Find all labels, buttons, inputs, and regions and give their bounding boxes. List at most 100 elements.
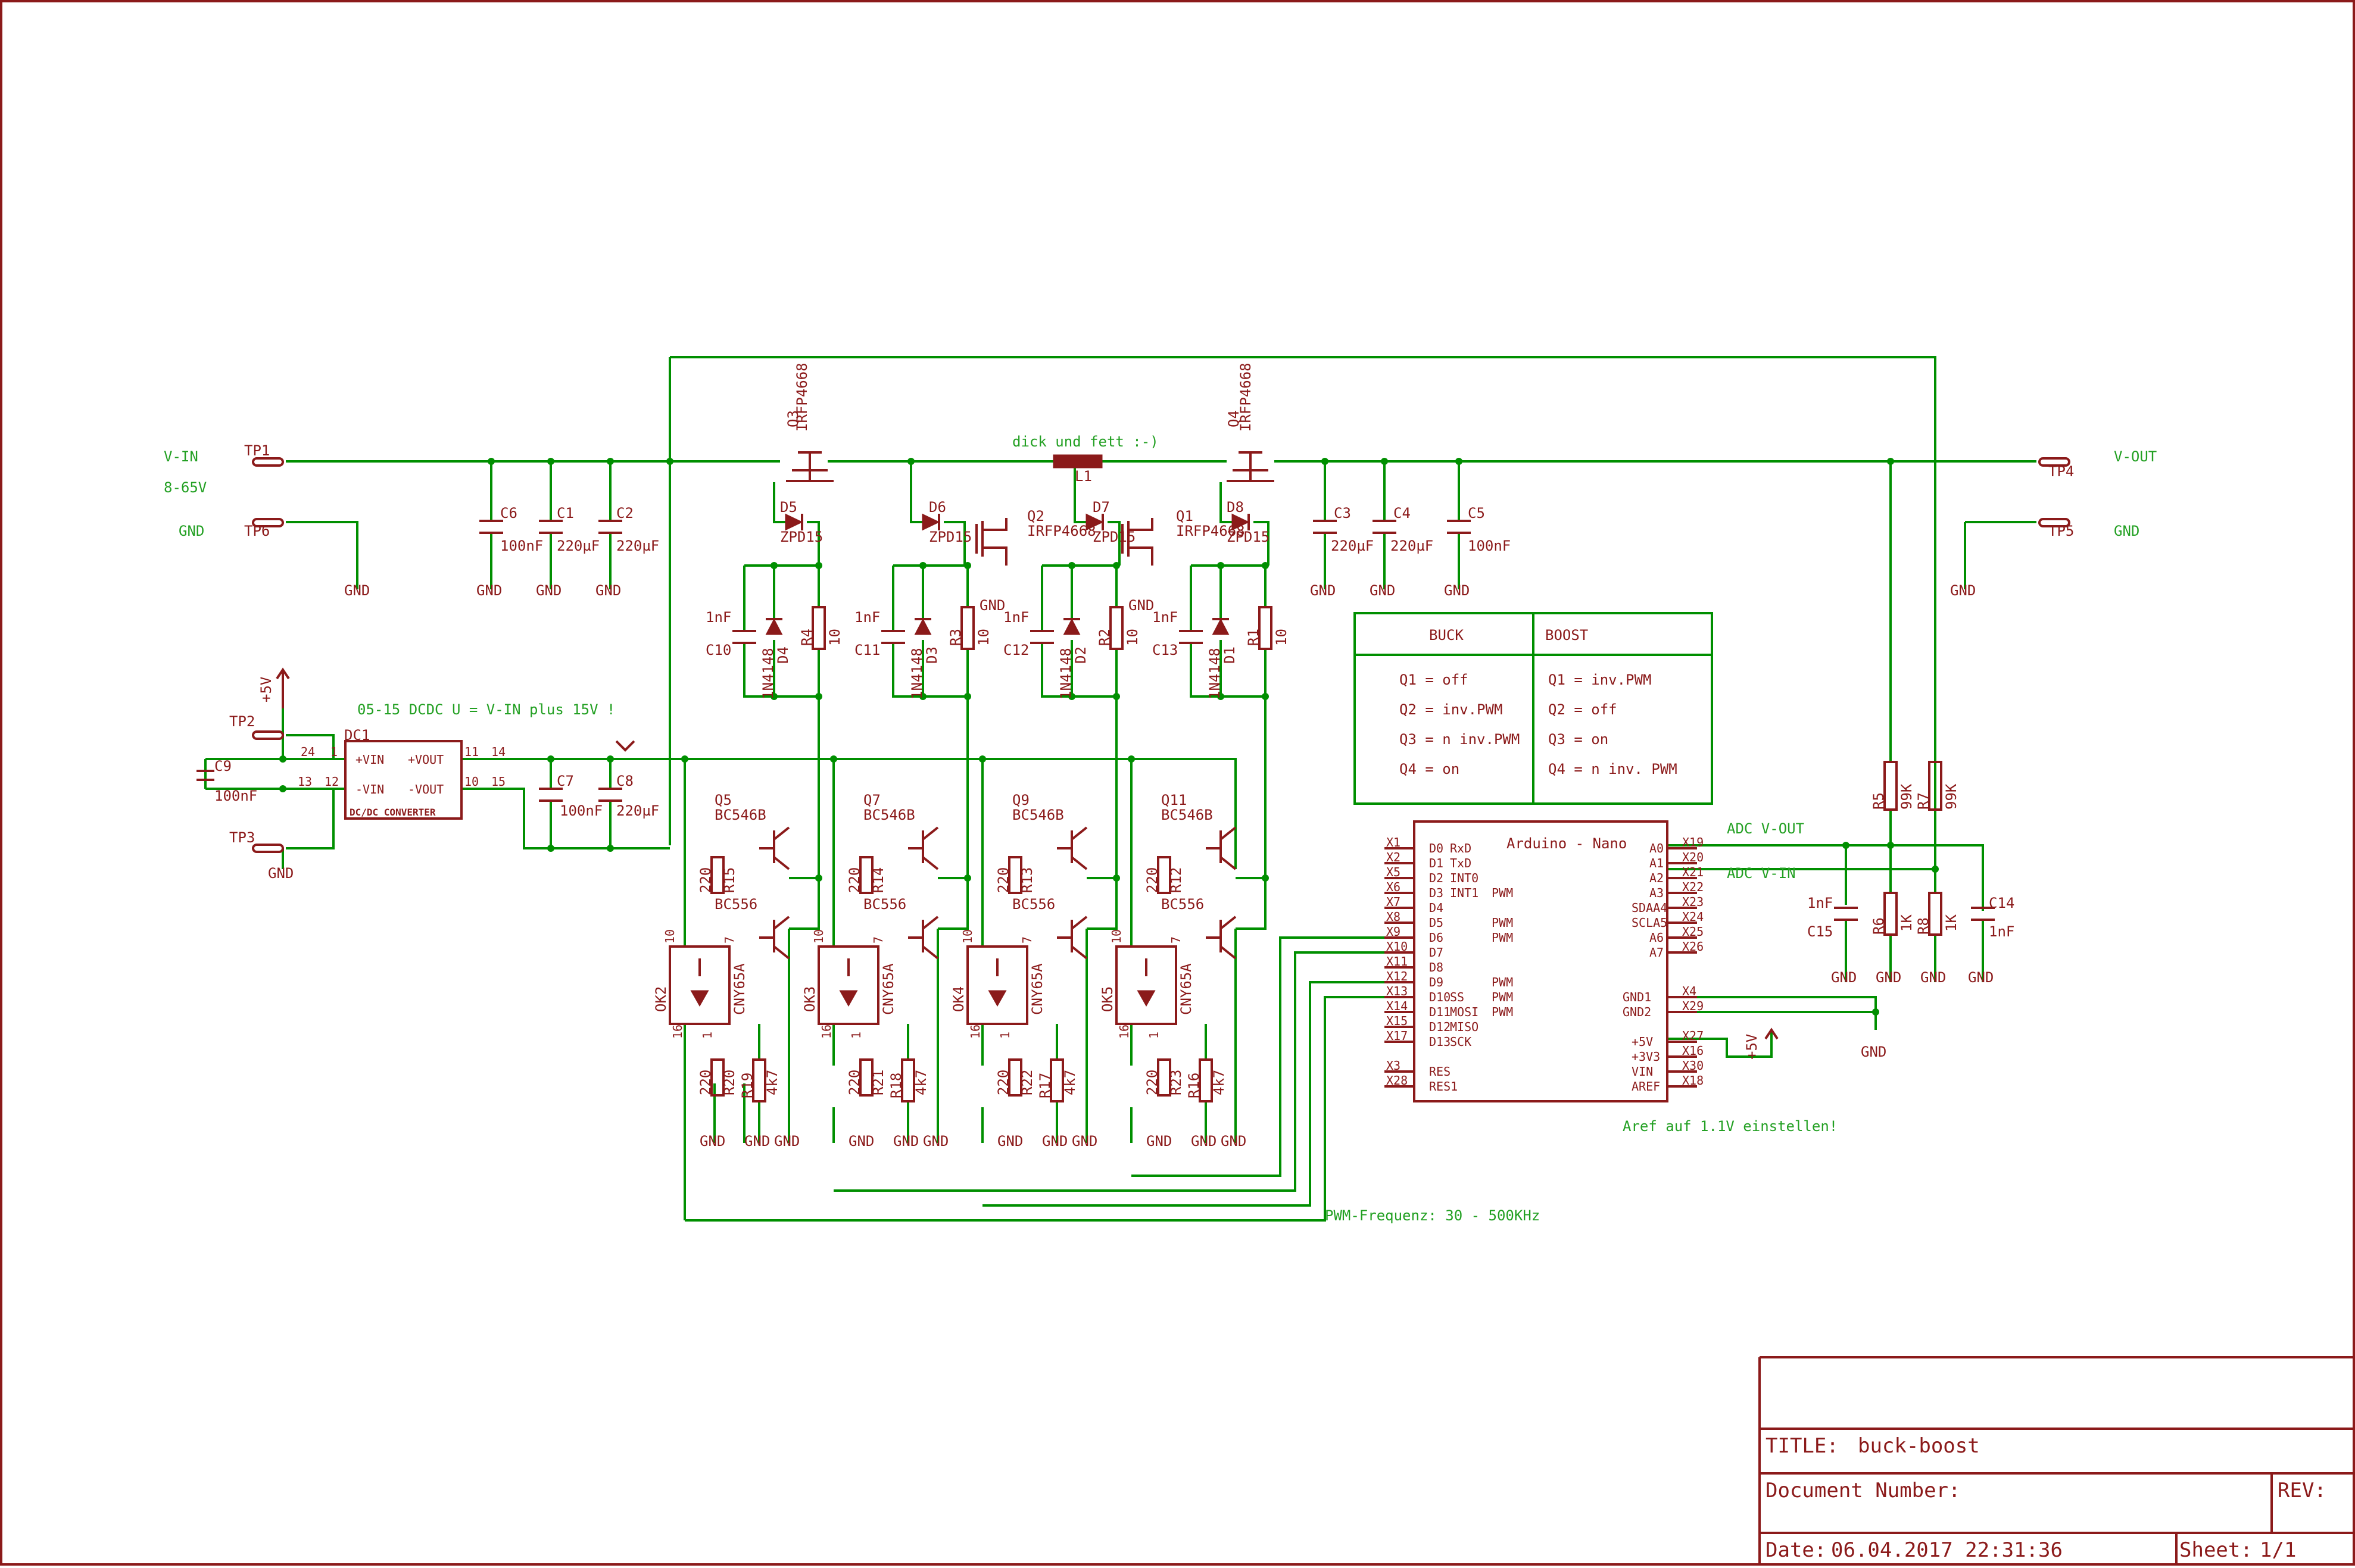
- tp2-label: TP2: [229, 713, 255, 730]
- arduino-x-label: X13: [1386, 984, 1408, 998]
- inductor-label: L1: [1075, 468, 1092, 485]
- arduino-pin-label: VIN: [1632, 1064, 1653, 1079]
- d5-label: D5: [780, 499, 797, 516]
- c1-label: C1: [557, 505, 574, 521]
- q3-label: Q3: [785, 410, 801, 427]
- ok2-pin-10: 10: [663, 929, 677, 944]
- table-cell: Q4 = n inv. PWM: [1548, 761, 1677, 777]
- arduino-x-label: X14: [1386, 999, 1408, 1013]
- arduino-pin-label: D7: [1429, 945, 1443, 960]
- arduino-x-label: X8: [1386, 910, 1400, 924]
- arduino-pin-function: RxD: [1450, 841, 1471, 855]
- c13-value: 1nF: [1152, 609, 1178, 626]
- arduino-x-label: X27: [1682, 1029, 1704, 1043]
- ok3-pin-16: 16: [819, 1024, 834, 1039]
- arduino-pin-function: TxD: [1450, 856, 1471, 870]
- arduino-pin-label: D10: [1429, 990, 1451, 1004]
- c14-value: 1nF: [1989, 923, 2014, 940]
- arduino-x-label: X7: [1386, 895, 1400, 909]
- dcdc-pin-1: 1: [330, 745, 338, 759]
- arduino-pin-label: D3: [1429, 886, 1443, 900]
- c13-label: C13: [1152, 642, 1178, 658]
- dcdc-pin-12: 12: [325, 774, 339, 789]
- c4-label: C4: [1393, 505, 1411, 521]
- dcdc-pin-15: 15: [491, 774, 506, 789]
- c8-value: 220µF: [616, 802, 659, 819]
- ok5-pin-1: 1: [1147, 1032, 1161, 1039]
- driver4-npn-name: Q11: [1161, 792, 1187, 808]
- arduino-x-label: X3: [1386, 1058, 1400, 1073]
- driver2-rl-label: R18: [888, 1073, 904, 1098]
- arduino-pin-label: D9: [1429, 975, 1443, 989]
- arduino-pwm-label: PWM: [1492, 1005, 1513, 1019]
- d3-label: D3: [924, 646, 940, 664]
- table-cell: Q1 = off: [1399, 671, 1468, 688]
- adc-vout-label: ADC V-OUT: [1727, 820, 1804, 837]
- c15-value: 1nF: [1807, 895, 1833, 911]
- gnd-label: GND: [980, 597, 1005, 614]
- arduino-x-label: X10: [1386, 939, 1408, 954]
- c4-value: 220µF: [1390, 538, 1433, 554]
- wires: [204, 356, 2036, 1222]
- capacitor-symbols: [196, 520, 1995, 921]
- dcdc-pin-10: 10: [464, 774, 479, 789]
- title-label: TITLE:: [1766, 1434, 1839, 1458]
- c7-label: C7: [557, 773, 574, 789]
- r4-label: R4: [798, 629, 815, 646]
- arduino-pin-label: D2: [1429, 871, 1443, 885]
- d4-type: 1N4148: [760, 648, 776, 699]
- dcdc-pin-vout-n: -VOUT: [408, 782, 444, 797]
- gnd-label: GND: [595, 582, 621, 599]
- arduino-x-label: X24: [1682, 910, 1704, 924]
- gnd-label: GND: [1146, 1133, 1172, 1150]
- mosfet-symbols: [786, 451, 1274, 566]
- gnd-out-label: GND: [2114, 523, 2139, 539]
- dcdc-converter-box: [344, 740, 463, 820]
- ok5-pin-10: 10: [1109, 929, 1124, 944]
- c15-label: C15: [1807, 923, 1833, 940]
- inductor-symbol: [1053, 454, 1103, 468]
- gnd-label: GND: [1191, 1133, 1217, 1150]
- arduino-pin-function: INT1: [1450, 886, 1478, 900]
- r6-value: 1K: [1898, 914, 1915, 932]
- arduino-pwm-label: PWM: [1492, 930, 1513, 945]
- table-cell: Q3 = n inv.PWM: [1399, 731, 1520, 748]
- arduino-nano-box: [1413, 820, 1668, 1102]
- arduino-pin-label: GND1: [1623, 990, 1651, 1004]
- driver4-rl-label: R16: [1186, 1073, 1202, 1098]
- ok3-pin-1: 1: [849, 1032, 863, 1039]
- driver1-rt-value: 220: [697, 1070, 714, 1095]
- ok5-pin-16: 16: [1117, 1024, 1131, 1039]
- driver3-npn-name: Q9: [1012, 792, 1030, 808]
- ok2-pin-16: 16: [670, 1024, 685, 1039]
- ok2-pin-1: 1: [700, 1032, 715, 1039]
- ok5-pin-7: 7: [1169, 936, 1183, 944]
- gnd-label: GND: [1950, 582, 1976, 599]
- arduino-pin-label: SCLA5: [1632, 916, 1667, 930]
- r4-value: 10: [826, 629, 843, 646]
- ok4-pin-10: 10: [960, 929, 975, 944]
- arduino-x-label: X18: [1682, 1073, 1704, 1088]
- arduino-pin-label: D4: [1429, 901, 1443, 915]
- c12-label: C12: [1003, 642, 1029, 658]
- driver2-ok-label: OK3: [801, 986, 818, 1012]
- r2-value: 10: [1124, 629, 1141, 646]
- driver2-rt-label: R21: [870, 1070, 887, 1095]
- arduino-pin-label: D6: [1429, 930, 1443, 945]
- gnd-label: GND: [268, 865, 294, 882]
- arduino-pin-label: D12: [1429, 1020, 1451, 1034]
- gnd-in-label: GND: [179, 523, 204, 539]
- dcdc-pin-vout-p: +VOUT: [408, 752, 444, 767]
- arduino-x-label: X9: [1386, 924, 1400, 939]
- gnd-label: GND: [1128, 597, 1154, 614]
- q4-label: Q4: [1225, 410, 1242, 427]
- title-value: buck-boost: [1858, 1434, 1980, 1458]
- gnd-label: GND: [1861, 1044, 1886, 1060]
- arduino-pin-function: MOSI: [1450, 1005, 1478, 1019]
- arduino-pin-label: RES1: [1429, 1079, 1458, 1094]
- arduino-x-label: X17: [1386, 1029, 1408, 1043]
- gnd-label: GND: [997, 1133, 1023, 1150]
- d2-label: D2: [1072, 646, 1089, 664]
- arduino-pin-label: AREF: [1632, 1079, 1660, 1094]
- d6-label: D6: [929, 499, 946, 516]
